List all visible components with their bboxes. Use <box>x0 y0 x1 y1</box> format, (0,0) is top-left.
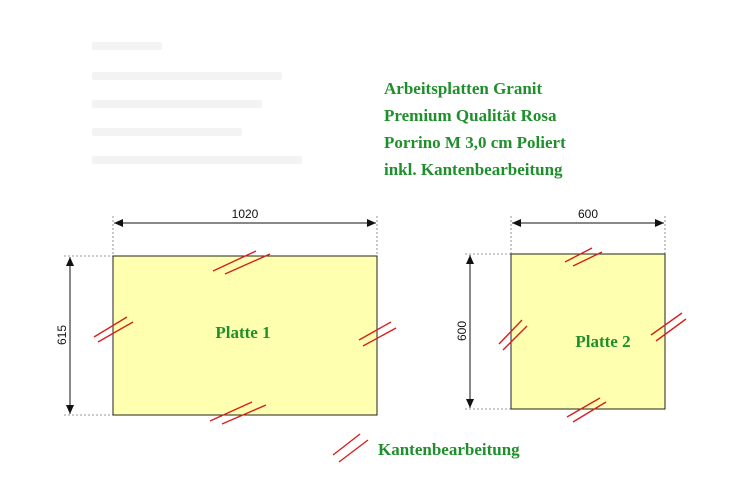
title-line-4: inkl. Kantenbearbeitung <box>384 160 563 179</box>
edge-mark-right <box>650 312 687 342</box>
legend-edge-mark <box>332 433 369 463</box>
edge-mark-top <box>564 247 603 267</box>
title-line-2: Premium Qualität Rosa <box>384 106 557 125</box>
plate-1-depth-label: 615 <box>55 325 69 345</box>
plate-1-label: Platte 1 <box>215 323 270 342</box>
plate-2-rect <box>510 253 666 410</box>
edge-mark-bottom <box>566 397 607 423</box>
plate-1-rect <box>112 255 378 416</box>
edge-mark-bottom <box>209 401 267 425</box>
faded-header-line <box>92 156 302 164</box>
plate-2: 600 600 Platte 2 <box>455 207 687 423</box>
plate-2-depth-label: 600 <box>455 321 469 341</box>
plate-2-label: Platte 2 <box>575 332 630 351</box>
plate-1: 1020 615 Platte 1 <box>55 207 397 425</box>
edge-mark-top <box>212 250 271 275</box>
faded-header-line <box>92 72 282 80</box>
title-line-3: Porrino M 3,0 cm Poliert <box>384 133 566 152</box>
edge-mark-right <box>358 321 397 347</box>
edge-mark-left <box>93 316 134 343</box>
title-line-1: Arbeitsplatten Granit <box>384 79 543 98</box>
faded-header-line <box>92 128 242 136</box>
plate-2-width-label: 600 <box>578 207 598 221</box>
edge-mark-left <box>498 319 528 351</box>
faded-header-line <box>92 42 162 50</box>
legend-label: Kantenbearbeitung <box>378 440 520 459</box>
plate-1-width-label: 1020 <box>232 207 259 221</box>
faded-header-line <box>92 100 262 108</box>
